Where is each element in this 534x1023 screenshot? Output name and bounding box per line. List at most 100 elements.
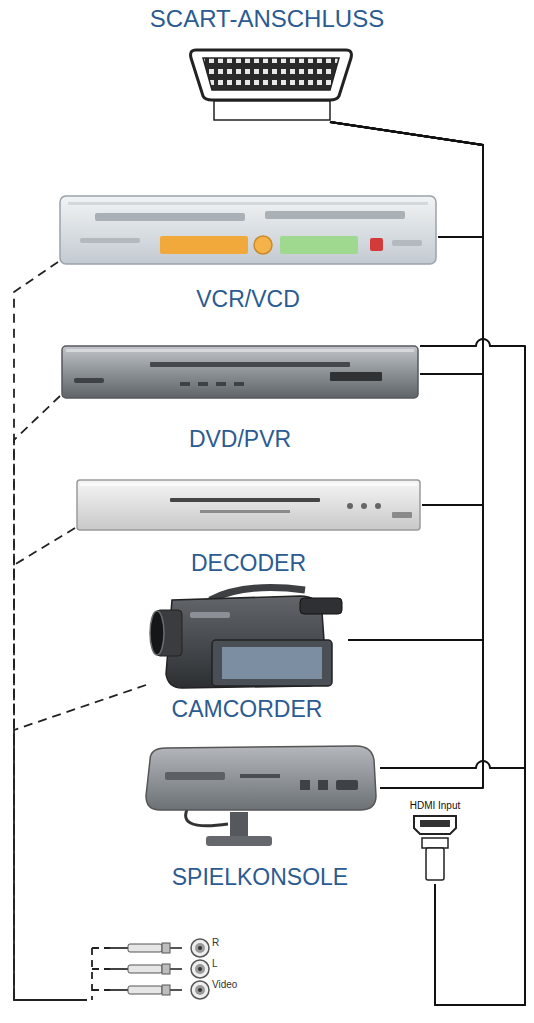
device-box: VCR/VCD — [58, 190, 438, 314]
rca-plugs-part — [198, 967, 202, 971]
console-illustration-part — [165, 772, 225, 780]
rca-plugs-part — [191, 960, 209, 978]
rca-plugs-part — [195, 943, 205, 953]
dvd-illustration-part — [62, 346, 418, 398]
scart-plug — [191, 50, 352, 120]
hdmi-plug-part — [422, 838, 448, 848]
dvd-illustration-part — [330, 372, 382, 381]
decoder-illustration — [77, 480, 420, 530]
decoder-illustration-part — [77, 480, 420, 530]
scart-cable — [330, 122, 483, 788]
rca-plugs — [80, 939, 209, 1000]
dvd-illustration-part — [234, 382, 244, 386]
dvd-illustration-part — [150, 362, 350, 367]
dvd-illustration-part — [198, 382, 208, 386]
hdmi-cable — [380, 761, 525, 1005]
camcorder-illustration-part — [222, 647, 322, 679]
vcr-illustration-part — [60, 196, 436, 264]
rca-plugs-part — [198, 988, 202, 992]
vcr-illustration-part — [68, 202, 428, 205]
device-label: SPIELKONSOLE — [172, 865, 348, 890]
dvd-illustration-part — [216, 382, 226, 386]
rca-plugs-part — [80, 948, 110, 1000]
scart-cable — [330, 122, 483, 505]
decoder-illustration-part — [200, 510, 290, 513]
device-label: VCR/VCD — [196, 287, 300, 312]
scart-plug-part — [191, 50, 352, 100]
vcr-illustration-part — [370, 238, 383, 251]
device-box: DECODER — [75, 474, 422, 578]
vcr-illustration-part — [392, 240, 422, 246]
device-label: CAMCORDER — [172, 697, 323, 722]
composite-cable — [14, 396, 80, 1000]
composite-cable — [14, 528, 80, 1000]
console-illustration-part — [230, 812, 248, 838]
signal-name: Video — [212, 979, 237, 990]
rca-plugs-part — [162, 943, 170, 953]
vcr-illustration — [60, 196, 436, 264]
dvd-illustration-part — [74, 378, 104, 383]
rca-plugs-part — [128, 965, 162, 973]
vcr-illustration-part — [160, 236, 248, 254]
rca-plugs-part — [191, 939, 209, 957]
rca-plugs-part — [195, 964, 205, 974]
composite-cable — [14, 685, 146, 1000]
composite-cable — [14, 262, 80, 1000]
console-illustration-part — [300, 780, 310, 790]
signal-name: R — [212, 937, 219, 948]
hdmi-plug-part — [420, 820, 450, 827]
dvd-illustration — [62, 346, 418, 398]
rca-plugs-part — [170, 948, 182, 990]
decoder-illustration-part — [392, 512, 412, 518]
camcorder-illustration-part — [212, 640, 332, 686]
device-box: CAMCORDER — [146, 586, 348, 724]
device-label: DECODER — [191, 551, 306, 576]
rca-plugs-part — [162, 985, 170, 995]
scart-plug-part — [214, 101, 330, 120]
console-illustration-part — [146, 746, 376, 810]
rca-plugs-part — [110, 948, 128, 990]
signal-name: L — [212, 958, 218, 969]
vcr-illustration-part — [95, 213, 245, 221]
connector-heading: SCART-ANSCHLUSS — [110, 4, 424, 122]
hdmi-plug-part — [414, 816, 456, 834]
console-illustration-part — [240, 774, 280, 778]
decoder-illustration-part — [375, 503, 381, 509]
rca-plugs-part — [128, 944, 162, 952]
console-illustration — [146, 746, 376, 846]
rca-plugs-part — [198, 946, 202, 950]
rca-plugs-part — [162, 964, 170, 974]
camcorder-illustration-part — [300, 598, 342, 614]
camcorder-illustration-part — [190, 612, 230, 618]
rca-plugs-part — [195, 985, 205, 995]
device-label: SCART-ANSCHLUSS — [150, 6, 384, 32]
decoder-illustration-part — [361, 503, 367, 509]
console-illustration-part — [206, 836, 272, 846]
vcr-illustration-part — [254, 236, 272, 254]
hdmi-plug-part — [426, 848, 444, 880]
camcorder-illustration — [150, 588, 342, 688]
rca-plugs-part — [128, 986, 162, 994]
hdmi-port-box: HDMI Input — [395, 798, 475, 884]
vcr-illustration-part — [280, 236, 358, 254]
device-box: DVD/PVR — [60, 340, 420, 454]
vcr-illustration-part — [80, 238, 140, 243]
console-illustration-part — [318, 780, 328, 790]
device-box: SPIELKONSOLE — [140, 742, 380, 892]
scart-cable — [330, 122, 483, 640]
hdmi-plug — [414, 816, 456, 880]
scart-cable — [330, 122, 483, 374]
dvd-illustration-part — [180, 382, 190, 386]
dvd-illustration-part — [66, 349, 414, 352]
device-label: DVD/PVR — [189, 427, 291, 452]
decoder-illustration-part — [347, 503, 353, 509]
scart-cable — [330, 122, 483, 237]
decoder-illustration-part — [80, 483, 417, 486]
console-illustration-part — [336, 780, 358, 790]
scart-plug-part — [203, 58, 339, 90]
camcorder-illustration-part — [150, 611, 164, 655]
rca-plugs-part — [191, 981, 209, 999]
decoder-illustration-part — [170, 498, 320, 502]
vcr-illustration-part — [265, 211, 405, 219]
